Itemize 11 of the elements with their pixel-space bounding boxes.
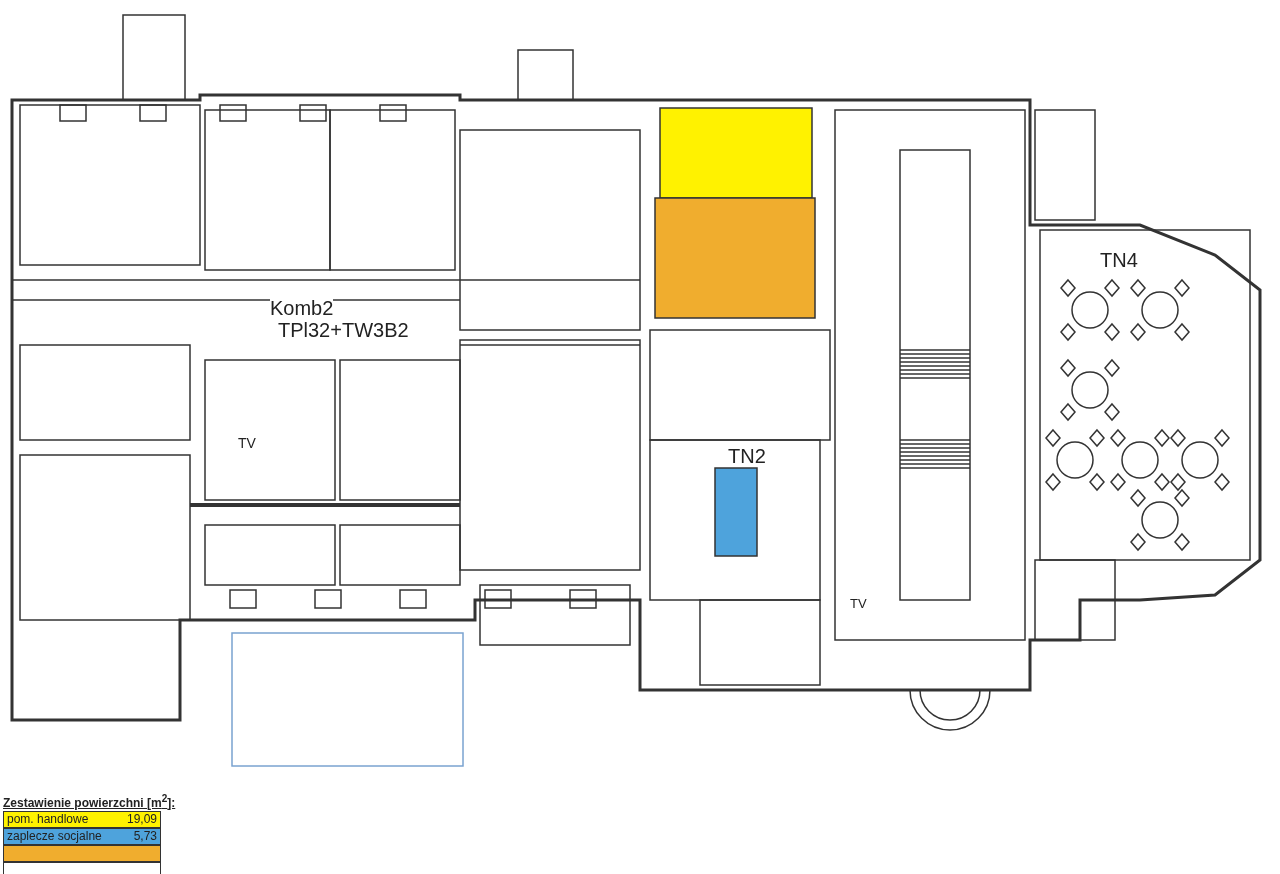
table-cell: zaplecze socjalne (7, 829, 102, 844)
table-cell: pom. handlowe (7, 812, 89, 827)
room-code: TV (238, 436, 256, 450)
table-title: Zestawienie powierzchni [m$^{2}$]: (3, 792, 176, 811)
room-code: TN2 (728, 446, 766, 466)
room-code: TPl32+TW3B2 (278, 320, 409, 340)
table-cell: 5,73 (133, 829, 157, 844)
room-code: Komb2 (270, 298, 334, 318)
table-cell: 19,09 (126, 812, 157, 827)
room-code: TV (850, 597, 867, 610)
room-code: TN4 (1100, 250, 1138, 270)
